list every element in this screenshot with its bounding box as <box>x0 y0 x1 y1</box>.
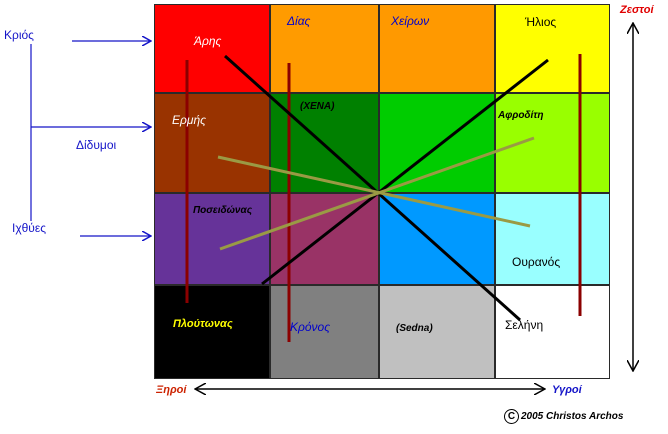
copyright-text: 2005 Christos Archos <box>521 411 624 422</box>
copyright-icon: C <box>504 409 519 424</box>
black-diagonal-2 <box>261 58 549 286</box>
hot-axis-label: Ζεστοί <box>620 4 654 16</box>
krios-label: Κριός <box>4 28 34 42</box>
didymoi-label: Δίδυμοι <box>76 138 117 152</box>
olive-diagonal-2 <box>219 136 535 251</box>
black-diagonal-1 <box>223 54 522 322</box>
grid-cell-2-4 <box>495 93 610 193</box>
wet-axis-label: Υγροί <box>552 384 582 396</box>
ichthyes-label: Ιχθύες <box>12 221 47 235</box>
grid-cell-1-4 <box>495 4 610 93</box>
olive-diagonal-1 <box>217 155 531 228</box>
grid-cell-4-3 <box>379 285 495 379</box>
grid-cell-4-4 <box>495 285 610 379</box>
grid-cell-3-3 <box>379 193 495 285</box>
grid-cell-3-4 <box>495 193 610 285</box>
grid-cell-1-3 <box>379 4 495 93</box>
dry-axis-label: Ξηροί <box>156 384 187 396</box>
grid-cell-4-1 <box>154 285 270 379</box>
grid-cell-2-1 <box>154 93 270 193</box>
